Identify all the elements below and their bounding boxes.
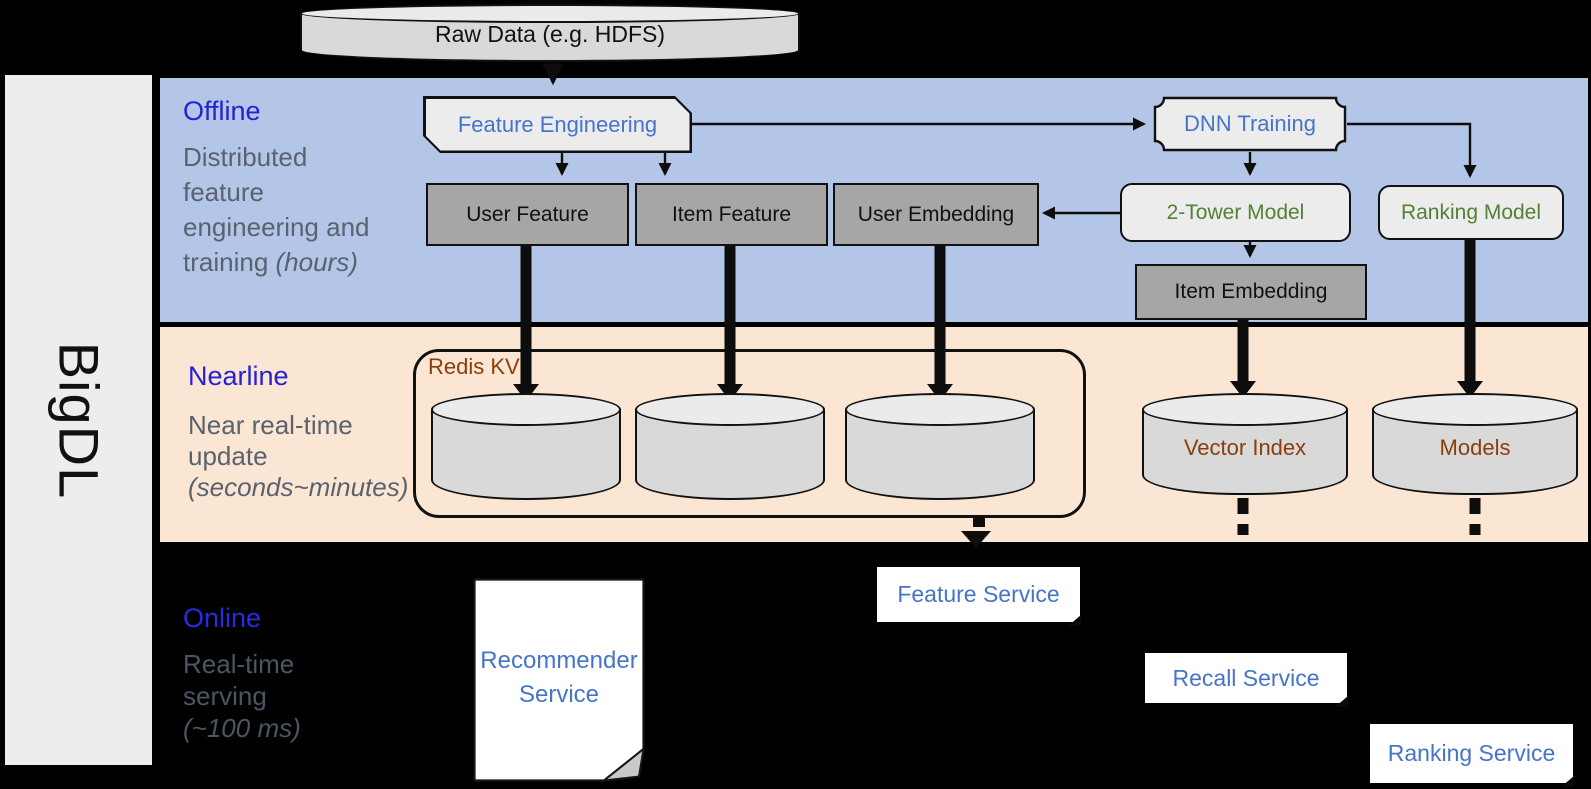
page-fold-icon <box>1335 696 1348 707</box>
pipe-ranking-model-to-models <box>1457 234 1483 398</box>
feature-engineering-box: Feature Engineering <box>423 96 692 153</box>
nearline-description: Near real-time update (seconds~minutes) <box>188 410 408 503</box>
arrow-dnn-to-ranking-model <box>1347 122 1477 178</box>
online-desc-line1: Real-time <box>183 649 295 679</box>
recall-service-label: Recall Service <box>1172 664 1320 691</box>
redis-kv-label: Redis KV <box>428 354 520 379</box>
nearline-desc-line1: Near real-time <box>188 410 353 440</box>
dnn-training-label: DNN Training <box>1183 111 1317 136</box>
plaque-shape <box>1153 96 1347 152</box>
item-feature-box: Item Feature <box>635 183 828 246</box>
vector-index-label: Vector Index <box>1183 435 1307 460</box>
cylinder-top <box>1372 393 1578 426</box>
models-store: Models <box>1372 393 1578 495</box>
ranking-service-box: Ranking Service <box>1370 724 1574 787</box>
kv-shard-cylinder-1 <box>431 393 621 500</box>
cylinder-top <box>635 393 825 426</box>
feature-engineering-label: Feature Engineering <box>426 99 690 151</box>
kv-shard-cylinder-3 <box>845 393 1035 500</box>
cylinder-top <box>300 4 800 23</box>
models-label: Models <box>1439 435 1511 460</box>
pipe-user-embedding-to-kv <box>927 240 953 401</box>
item-embedding-box: Item Embedding <box>1135 264 1367 320</box>
online-description: Real-time serving (~100 ms) <box>183 648 301 744</box>
nearline-desc-line3: (seconds~minutes) <box>188 472 409 502</box>
recall-service-box: Recall Service <box>1145 653 1348 707</box>
ranking-model-box: Ranking Model <box>1378 185 1564 240</box>
user-feature-box: User Feature <box>426 183 629 246</box>
nearline-desc-line2: update <box>188 441 268 471</box>
feature-service-box: Feature Service <box>877 567 1081 626</box>
offline-desc-line3: engineering and <box>183 212 370 242</box>
bigdl-sidebar: BigDL <box>5 75 152 765</box>
raw-data-store: Raw Data (e.g. HDFS) <box>300 4 800 62</box>
document-shape <box>473 578 645 782</box>
offline-title: Offline <box>183 96 261 126</box>
raw-data-label: Raw Data (e.g. HDFS) <box>434 21 666 47</box>
dnn-training-box: DNN Training <box>1153 96 1347 152</box>
pipe-item-embedding-to-vector-index <box>1230 314 1256 398</box>
dashed-pipe-vector-index-to-recall-service <box>1237 498 1249 535</box>
offline-desc-line2: feature <box>183 177 264 207</box>
kv-shard-cylinder-2 <box>635 393 825 500</box>
cylinder-top <box>845 393 1035 426</box>
ranking-service-label: Ranking Service <box>1387 740 1556 766</box>
dashed-pipe-models-to-ranking-service <box>1469 498 1481 535</box>
online-desc-line3: (~100 ms) <box>183 713 301 743</box>
page-fold-icon <box>1068 615 1081 626</box>
pipe-item-feature-to-kv <box>717 240 743 401</box>
user-embedding-box: User Embedding <box>833 183 1039 246</box>
two-tower-model-box: 2-Tower Model <box>1120 183 1351 242</box>
dashed-pipe-kv-to-feature-service <box>961 516 991 548</box>
nearline-title: Nearline <box>188 361 289 391</box>
online-desc-line2: serving <box>183 681 267 711</box>
recommender-service-label: Recommender Service <box>480 647 638 708</box>
cylinder-top <box>1142 393 1348 426</box>
redis-kv-container <box>413 349 1086 518</box>
offline-desc-line4: training (hours) <box>183 247 358 277</box>
recommender-service-doc: Recommender Service <box>473 578 645 782</box>
page-fold-icon <box>1561 776 1574 787</box>
online-title: Online <box>183 603 262 633</box>
offline-desc-line1: Distributed <box>183 142 308 172</box>
vector-index-store: Vector Index <box>1142 393 1348 495</box>
feature-service-label: Feature Service <box>897 581 1060 607</box>
cylinder-top <box>431 393 621 426</box>
offline-description: Distributed feature engineering and trai… <box>183 140 370 280</box>
